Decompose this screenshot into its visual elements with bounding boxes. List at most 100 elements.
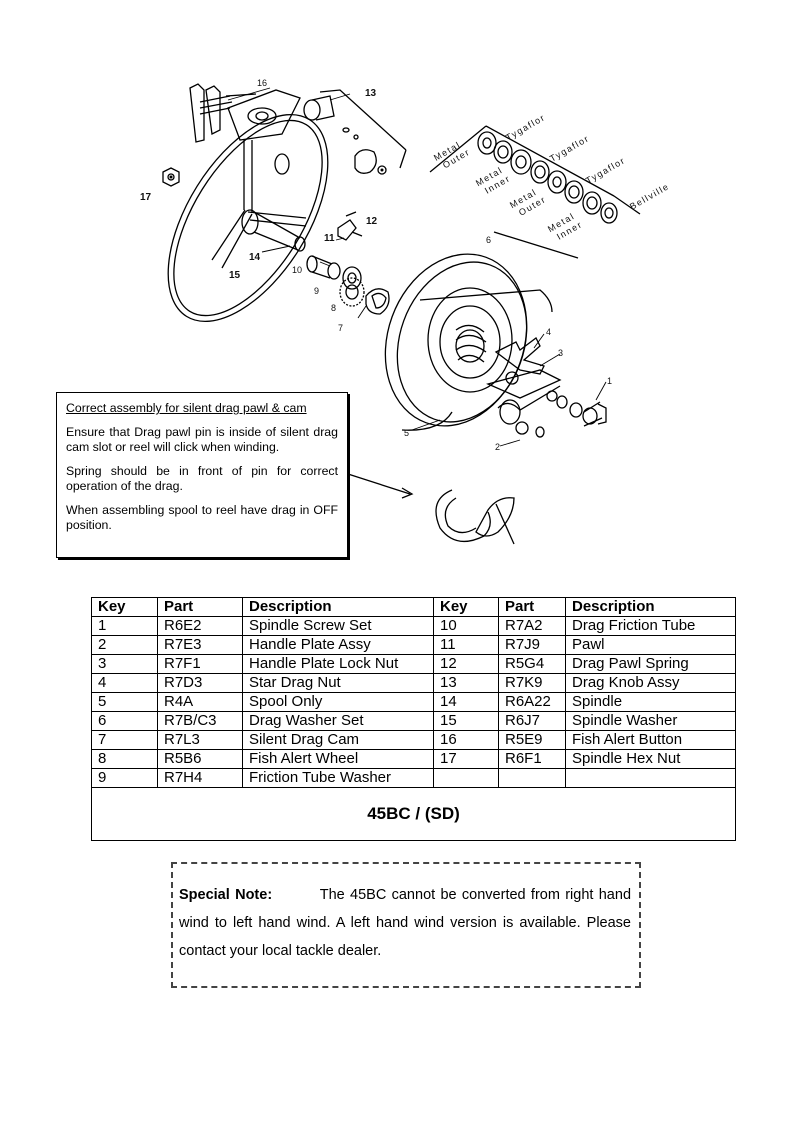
cell-part-right: R5E9	[498, 730, 566, 750]
drag-knob-part	[303, 89, 407, 175]
cell-key-left: 5	[91, 692, 158, 712]
cell-key-left: 3	[91, 654, 158, 674]
cell-key-right: 12	[433, 654, 499, 674]
part-label-8: 8	[331, 303, 336, 313]
cell-part-right: R7J9	[498, 635, 566, 655]
part-label-4: 4	[546, 327, 551, 337]
cell-key-left: 9	[91, 768, 158, 788]
cell-part-left: R5B6	[157, 749, 243, 769]
header-description-right: Description	[565, 597, 736, 617]
cell-part-right: R7K9	[498, 673, 566, 693]
cell-part-right	[498, 768, 566, 788]
assembly-note-paragraph-3: When assembling spool to reel have drag …	[66, 503, 338, 532]
washer-label-tygaflor-3: Tygaflor	[584, 155, 627, 186]
cell-part-left: R7H4	[157, 768, 243, 788]
part-label-12: 12	[366, 216, 378, 227]
assembly-note-title: Correct assembly for silent drag pawl & …	[66, 401, 307, 415]
header-part-left: Part	[157, 597, 243, 617]
cell-description-left: Spool Only	[242, 692, 434, 712]
cell-key-left: 4	[91, 673, 158, 693]
cell-key-left: 6	[91, 711, 158, 731]
cell-key-right: 17	[433, 749, 499, 769]
cell-description-right: Drag Friction Tube	[565, 616, 736, 636]
exploded-parts-diagram: 16 13 17 12 11 14 15 10 9 8 7 6 5 4 3 2 …	[140, 78, 671, 545]
cell-key-left: 2	[91, 635, 158, 655]
cell-key-right: 16	[433, 730, 499, 750]
cell-part-right: R7A2	[498, 616, 566, 636]
hex-nut-part	[162, 167, 180, 187]
part-label-14: 14	[249, 252, 261, 263]
cell-part-left: R7L3	[157, 730, 243, 750]
cell-description-left: Fish Alert Wheel	[242, 749, 434, 769]
header-key-right: Key	[433, 597, 499, 617]
cell-key-right: 11	[433, 635, 499, 655]
cell-description-right	[565, 768, 736, 788]
drag-washer-set	[429, 125, 641, 259]
reel-frame	[167, 89, 329, 323]
part-label-6: 6	[486, 235, 491, 245]
cell-part-left: R7F1	[157, 654, 243, 674]
cell-part-left: R6E2	[157, 616, 243, 636]
cell-description-left: Friction Tube Washer	[242, 768, 434, 788]
cell-key-left: 1	[91, 616, 158, 636]
assembly-note-paragraph-2: Spring should be in front of pin for cor…	[66, 464, 338, 493]
cell-part-right: R6F1	[498, 749, 566, 769]
special-note-text: The 45BC cannot be converted from right …	[179, 887, 632, 959]
part-label-15: 15	[229, 270, 241, 281]
cell-key-right: 10	[433, 616, 499, 636]
cam-detail-inset	[347, 473, 515, 545]
header-part-right: Part	[498, 597, 566, 617]
spindle-part	[241, 209, 306, 252]
part-label-3: 3	[558, 348, 563, 358]
special-note-label: Special Note:	[179, 887, 273, 903]
cell-part-left: R7D3	[157, 673, 243, 693]
parts-table-header-row: Key Part Description Key Part Descriptio…	[91, 597, 736, 617]
header-description-left: Description	[242, 597, 434, 617]
spool-part	[384, 253, 553, 431]
part-label-11: 11	[324, 233, 335, 244]
part-label-9: 9	[314, 286, 319, 296]
cell-part-right: R6A22	[498, 692, 566, 712]
cell-key-left: 8	[91, 749, 158, 769]
part-label-16: 16	[257, 78, 267, 88]
cell-description-left: Silent Drag Cam	[242, 730, 434, 750]
part-label-13: 13	[365, 88, 377, 99]
fish-alert-button-part	[189, 83, 257, 143]
special-note-box: Special Note: The 45BC cannot be convert…	[171, 862, 641, 988]
washer-label-tygaflor-2: Tygaflor	[548, 133, 591, 164]
cell-key-right	[433, 768, 499, 788]
cell-key-left: 7	[91, 730, 158, 750]
washer-label-tygaflor-1: Tygaflor	[504, 112, 547, 143]
header-key-left: Key	[91, 597, 158, 617]
cell-key-right: 14	[433, 692, 499, 712]
assembly-note-paragraph-1: Ensure that Drag pawl pin is inside of s…	[66, 425, 338, 454]
cell-part-left: R7E3	[157, 635, 243, 655]
pawl-spring-part	[337, 211, 363, 241]
cell-description-right: Pawl	[565, 635, 736, 655]
cell-description-right: Drag Knob Assy	[565, 673, 736, 693]
assembly-note-box: Correct assembly for silent drag pawl & …	[56, 392, 348, 558]
cell-part-left: R4A	[157, 692, 243, 712]
cell-part-left: R7B/C3	[157, 711, 243, 731]
part-label-17: 17	[140, 192, 152, 203]
part-label-2: 2	[495, 442, 500, 452]
cell-description-left: Star Drag Nut	[242, 673, 434, 693]
washer-label-bellville: Bellville	[628, 181, 671, 212]
part-label-10: 10	[292, 265, 302, 275]
cell-description-left: Drag Washer Set	[242, 711, 434, 731]
cell-part-right: R6J7	[498, 711, 566, 731]
handle-plate-part	[486, 337, 607, 438]
model-row: 45BC / (SD)	[91, 787, 736, 841]
friction-parts	[306, 255, 390, 315]
cell-description-right: Spindle Washer	[565, 711, 736, 731]
cell-description-left: Handle Plate Lock Nut	[242, 654, 434, 674]
